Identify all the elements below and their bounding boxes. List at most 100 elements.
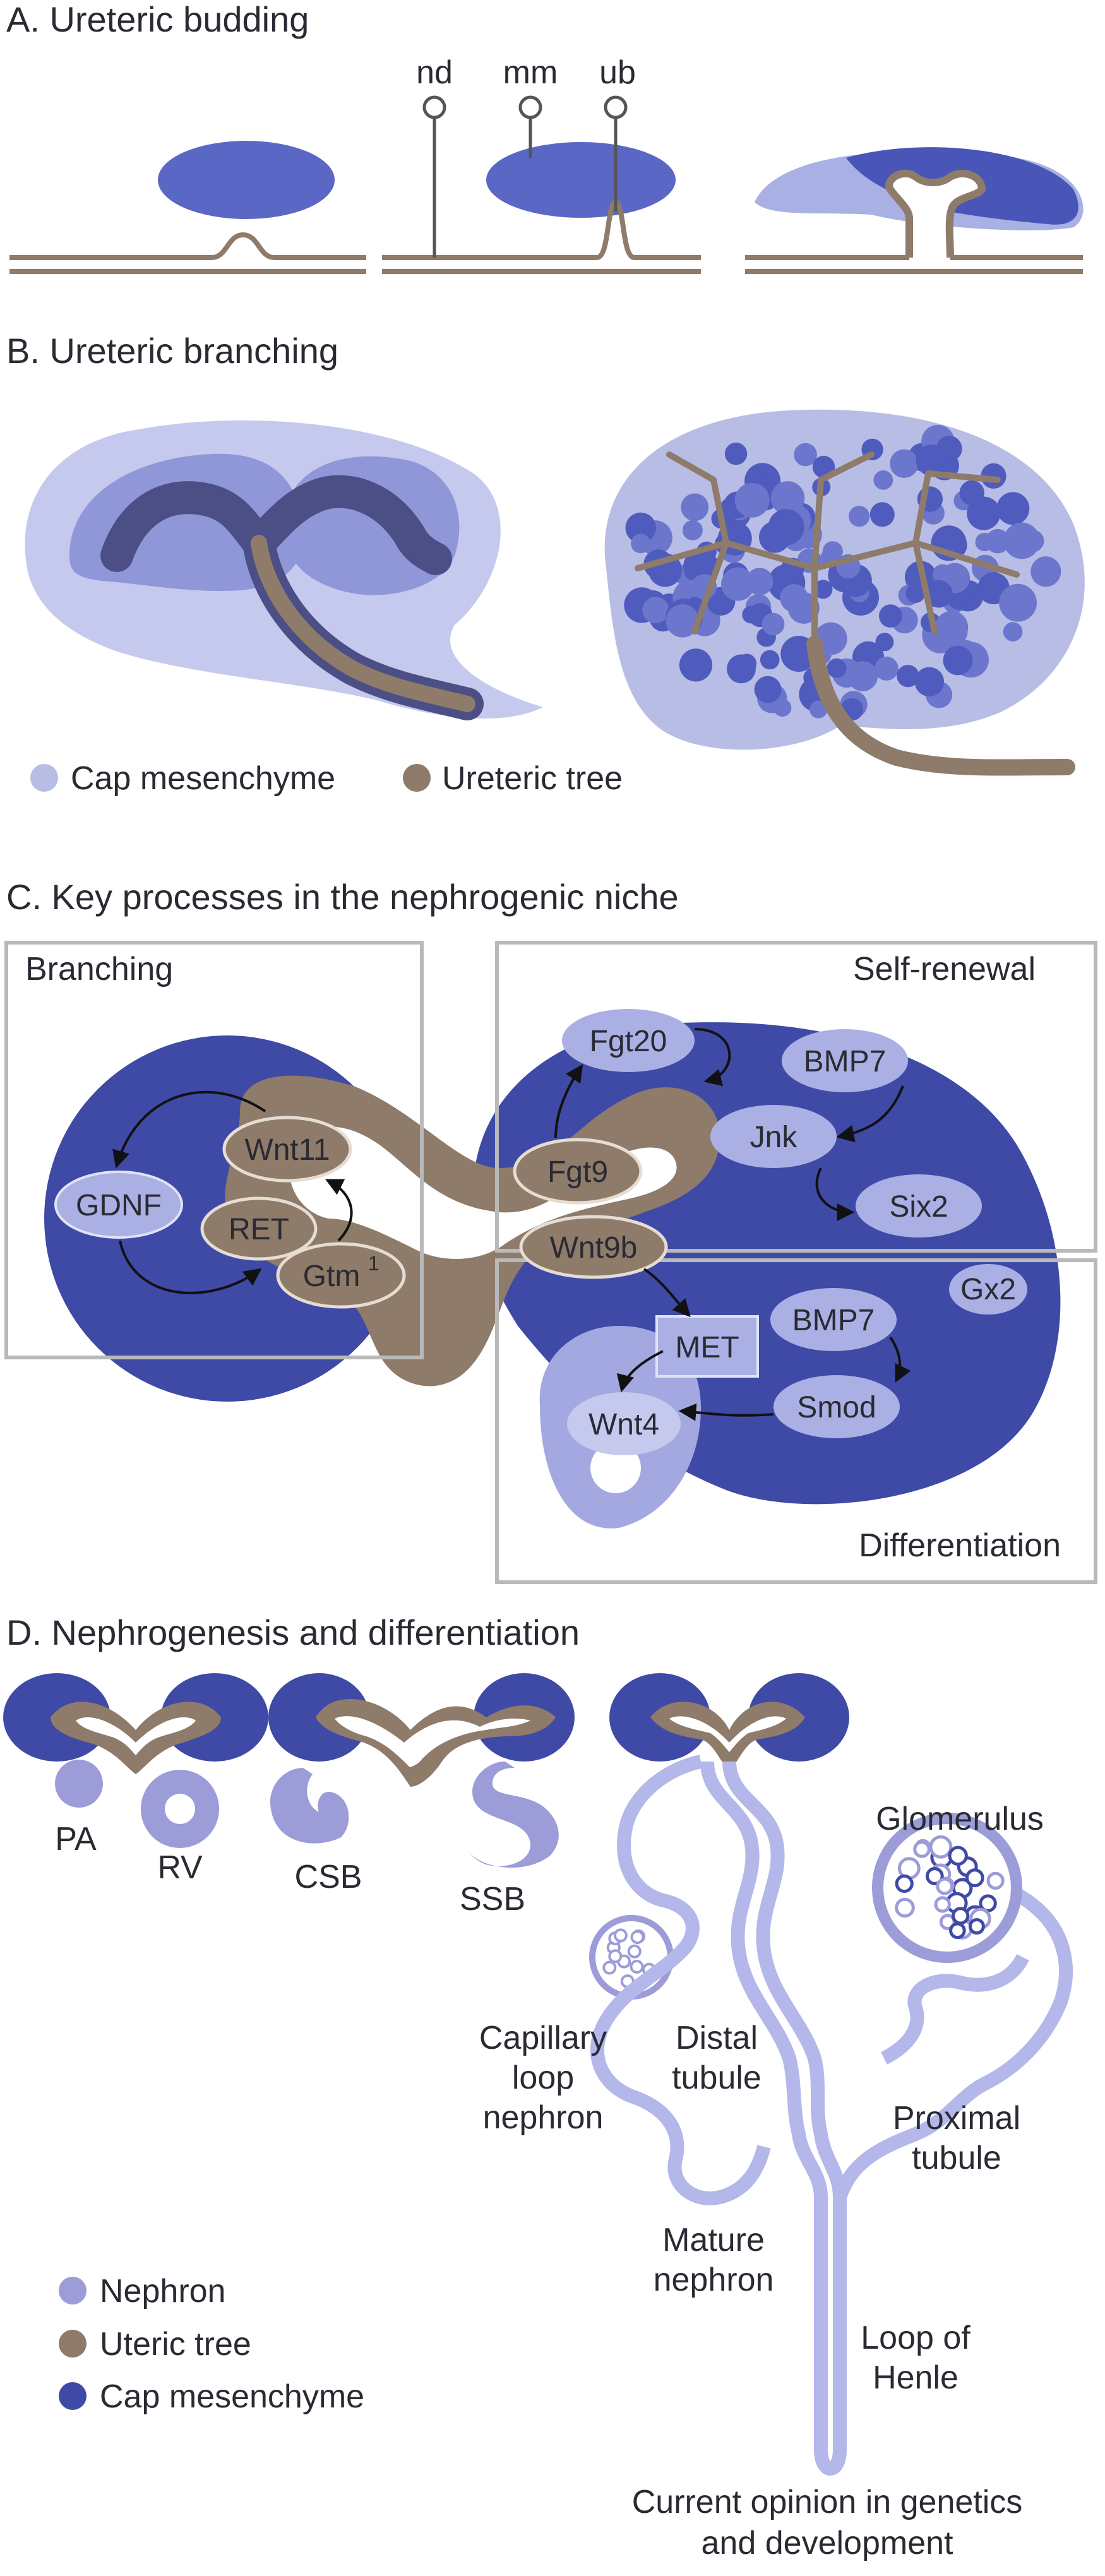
gene-jnk: Jnk	[710, 1105, 837, 1168]
glomerulus-cell	[949, 1922, 966, 1940]
cap-cluster	[874, 656, 899, 681]
label-capillary-loop-nephron: Capillary loop nephron	[479, 2020, 607, 2136]
cap-cluster	[734, 482, 770, 518]
glomerulus-cell	[968, 1918, 985, 1935]
svg-text:Wnt9b: Wnt9b	[550, 1231, 638, 1265]
cap-cluster	[754, 676, 782, 703]
label-loop-of-henle: Loop of Henle	[861, 2320, 971, 2396]
cap-cluster	[768, 509, 804, 546]
box-differentiation	[495, 1258, 1097, 1584]
cap-cluster	[999, 583, 1037, 622]
gene-bmp7-top: BMP7	[782, 1029, 908, 1092]
label-rv: RV	[157, 1849, 203, 1886]
legend-swatch-cap-mesenchyme	[30, 764, 58, 792]
cap-cluster	[873, 470, 893, 490]
ub-pointer	[604, 95, 628, 119]
cap-cluster	[762, 612, 785, 636]
gene-wnt4: Wnt4	[567, 1392, 681, 1455]
gene-met: MET	[655, 1315, 759, 1378]
legend-d: Nephron Uteric tree Cap mesenchyme	[59, 2273, 364, 2415]
legend-d-cap-mesenchyme: Cap mesenchyme	[100, 2378, 364, 2415]
label-csb: CSB	[295, 1859, 362, 1895]
section-b-title: B. Ureteric branching	[6, 331, 338, 371]
capillary-cell	[602, 1960, 617, 1975]
branching-early-kidney	[25, 420, 543, 720]
budding-stage-1	[9, 141, 366, 274]
svg-text:tubule: tubule	[672, 2060, 762, 2096]
label-glomerulus: Glomerulus	[876, 1801, 1044, 1837]
cap-cluster	[679, 648, 713, 682]
svg-text:Wnt11: Wnt11	[244, 1133, 330, 1167]
cap-cluster	[924, 580, 953, 608]
label-differentiation: Differentiation	[859, 1527, 1061, 1564]
svg-text:Henle: Henle	[873, 2359, 959, 2396]
cap-cluster	[770, 481, 805, 515]
gene-gx2: Gx2	[949, 1264, 1027, 1315]
cap-cluster	[897, 665, 919, 688]
cap-cluster	[985, 528, 1010, 554]
cap-cluster	[625, 512, 656, 544]
gene-wnt9b: Wnt9b	[519, 1215, 668, 1279]
glomerulus-cell	[913, 1840, 931, 1858]
stage-pa-rv	[3, 1673, 268, 1848]
section-a-ureteric-budding: A. Ureteric budding nd mm ub	[6, 0, 1084, 274]
section-d-nephrogenesis: D. Nephrogenesis and differentiation	[3, 1613, 1073, 2561]
svg-text:RET: RET	[229, 1213, 289, 1246]
cap-cluster	[721, 567, 755, 601]
cap-mesenchyme-clusters	[624, 424, 1061, 721]
budding-stage-2: nd mm ub	[382, 54, 701, 274]
section-c-title: C. Key processes in the nephrogenic nich…	[6, 877, 679, 917]
cap-cluster	[1022, 530, 1044, 552]
capillary-cell	[608, 1949, 623, 1964]
glomerulus-cell	[965, 1868, 984, 1888]
pa-structure	[55, 1760, 103, 1808]
gene-smod: Smod	[774, 1375, 900, 1438]
gene-gtm: Gtm 1	[276, 1242, 406, 1309]
cap-cluster	[773, 698, 792, 717]
cap-cluster	[914, 667, 945, 697]
glomerulus-cell	[979, 1894, 997, 1912]
label-mm: mm	[503, 54, 558, 91]
nd-pointer	[422, 95, 446, 119]
legend-d-uteric-tree: Uteric tree	[100, 2326, 251, 2363]
svg-text:Fgt20: Fgt20	[590, 1025, 667, 1058]
cap-cluster	[809, 700, 828, 719]
mm-pointer	[518, 95, 542, 119]
svg-text:Loop of: Loop of	[861, 2320, 971, 2356]
glomerulus-cell	[925, 1867, 944, 1885]
label-distal-tubule: Distal tubule	[672, 2020, 762, 2096]
legend-swatch-ureteric-tree	[403, 764, 431, 792]
gene-fgt20: Fgt20	[562, 1009, 695, 1072]
cap-cluster	[935, 611, 969, 644]
cap-cluster	[847, 661, 878, 691]
label-ub: ub	[599, 54, 636, 91]
capillary-cell	[630, 1930, 645, 1945]
glomerulus-cell	[929, 1835, 953, 1859]
svg-text:Current opinion in genetics: Current opinion in genetics	[632, 2484, 1023, 2520]
svg-text:Gx2: Gx2	[960, 1273, 1016, 1306]
cap-cluster	[1030, 556, 1061, 587]
svg-text:1: 1	[368, 1252, 379, 1275]
glomerulus-cell	[986, 1871, 1005, 1890]
legend-b-cap-mesenchyme: Cap mesenchyme	[71, 760, 335, 797]
legend-b-ureteric-tree: Ureteric tree	[442, 760, 623, 797]
label-branching: Branching	[25, 951, 173, 987]
capillary-cell	[627, 1944, 642, 1959]
box-self-renewal	[495, 941, 1097, 1253]
svg-text:tubule: tubule	[912, 2140, 1001, 2176]
cap-cluster	[967, 496, 1001, 530]
svg-text:Fgt9: Fgt9	[547, 1155, 608, 1189]
gene-ret: RET	[200, 1196, 318, 1261]
cap-cluster	[905, 583, 926, 604]
cap-cluster	[996, 492, 1030, 525]
legend-swatch-uteric-tree	[59, 2330, 87, 2358]
metanephric-mesenchyme-2	[486, 142, 676, 218]
svg-text:Capillary: Capillary	[479, 2020, 607, 2056]
cap-cluster	[682, 520, 703, 540]
glomerulus-cell	[952, 1907, 970, 1925]
label-nd: nd	[416, 54, 453, 91]
signaling-arrows	[112, 1028, 911, 1421]
gene-gdnf: GDNF	[54, 1171, 183, 1239]
